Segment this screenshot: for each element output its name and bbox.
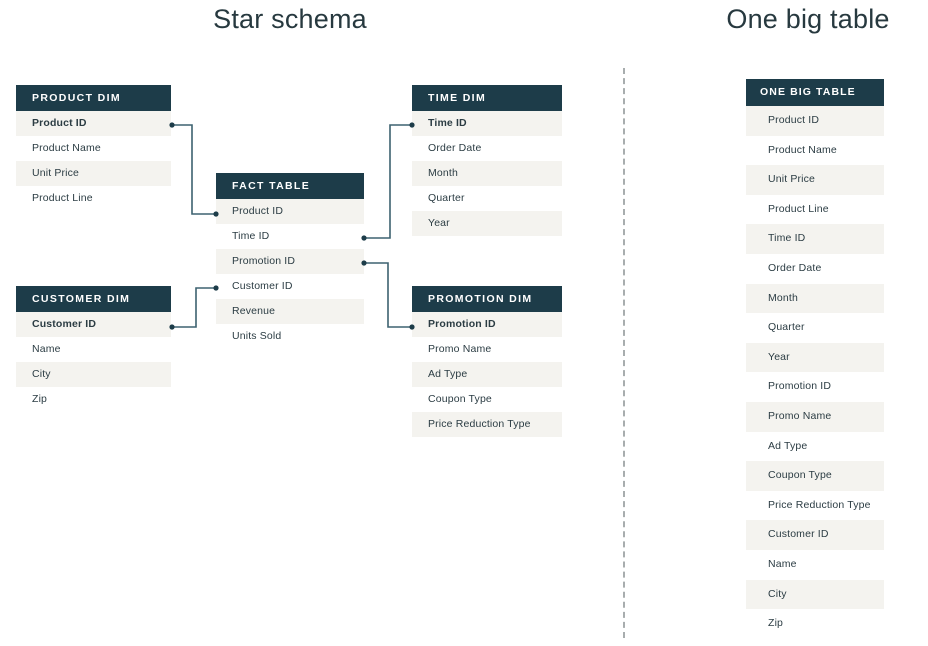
- entity-field-row: Product ID: [216, 199, 364, 224]
- entity-field-row: Time ID: [216, 224, 364, 249]
- entity-field-row: Coupon Type: [412, 387, 562, 412]
- entity-field-row: Name: [16, 337, 171, 362]
- entity-field-row: Price Reduction Type: [746, 490, 884, 521]
- connector-customer-dim-to-fact: [169, 285, 219, 330]
- entity-field-row: Promotion ID: [412, 312, 562, 337]
- connector-fact-to-time-dim: [361, 122, 415, 241]
- entity-header-promotion-dim: PROMOTION DIM: [412, 286, 562, 312]
- entity-field-row: Month: [412, 161, 562, 186]
- entity-field-row: Order Date: [412, 136, 562, 161]
- entity-field-row: Zip: [746, 609, 884, 639]
- entity-field-row: Year: [412, 211, 562, 236]
- entity-field-row: Year: [746, 342, 884, 373]
- entity-field-row: Promo Name: [746, 401, 884, 432]
- entity-field-row: Revenue: [216, 299, 364, 324]
- star-schema-title: Star schema: [213, 4, 367, 34]
- entity-field-row: Customer ID: [16, 312, 171, 337]
- one-big-table-title: One big table: [726, 4, 890, 34]
- section-divider: [623, 68, 625, 638]
- entity-field-row: Product ID: [16, 111, 171, 136]
- entity-field-row: Promotion ID: [746, 372, 884, 402]
- entity-field-row: Name: [746, 549, 884, 580]
- entity-header-product-dim: PRODUCT DIM: [16, 85, 171, 111]
- entity-field-row: Month: [746, 283, 884, 314]
- entity-field-row: City: [16, 362, 171, 387]
- entity-field-row: Ad Type: [746, 431, 884, 462]
- entity-field-row: Promo Name: [412, 337, 562, 362]
- entity-field-row: Price Reduction Type: [412, 412, 562, 437]
- entity-field-row: Product ID: [746, 106, 884, 136]
- entity-field-row: Promotion ID: [216, 249, 364, 274]
- entity-field-row: Unit Price: [746, 165, 884, 195]
- entity-field-row: Product Name: [16, 136, 171, 161]
- entity-field-row: Product Line: [746, 194, 884, 225]
- entity-field-row: Coupon Type: [746, 461, 884, 491]
- entity-field-row: Customer ID: [216, 274, 364, 299]
- entity-field-row: Zip: [16, 387, 171, 412]
- entity-field-row: City: [746, 579, 884, 610]
- entity-field-row: Product Line: [16, 186, 171, 211]
- entity-field-row: Unit Price: [16, 161, 171, 186]
- entity-header-fact-table: FACT TABLE: [216, 173, 364, 199]
- entity-field-row: Order Date: [746, 253, 884, 284]
- entity-field-row: Customer ID: [746, 520, 884, 550]
- connector-fact-to-promotion-dim: [361, 260, 415, 330]
- entity-field-row: Quarter: [412, 186, 562, 211]
- entity-field-row: Quarter: [746, 313, 884, 343]
- entity-field-row: Ad Type: [412, 362, 562, 387]
- entity-header-time-dim: TIME DIM: [412, 85, 562, 111]
- entity-field-row: Product Name: [746, 135, 884, 166]
- entity-field-row: Units Sold: [216, 324, 364, 349]
- entity-header-one-big-table: ONE BIG TABLE: [746, 79, 884, 106]
- entity-field-row: Time ID: [412, 111, 562, 136]
- entity-header-customer-dim: CUSTOMER DIM: [16, 286, 171, 312]
- connector-product-dim-to-fact: [169, 122, 219, 217]
- entity-field-row: Time ID: [746, 224, 884, 254]
